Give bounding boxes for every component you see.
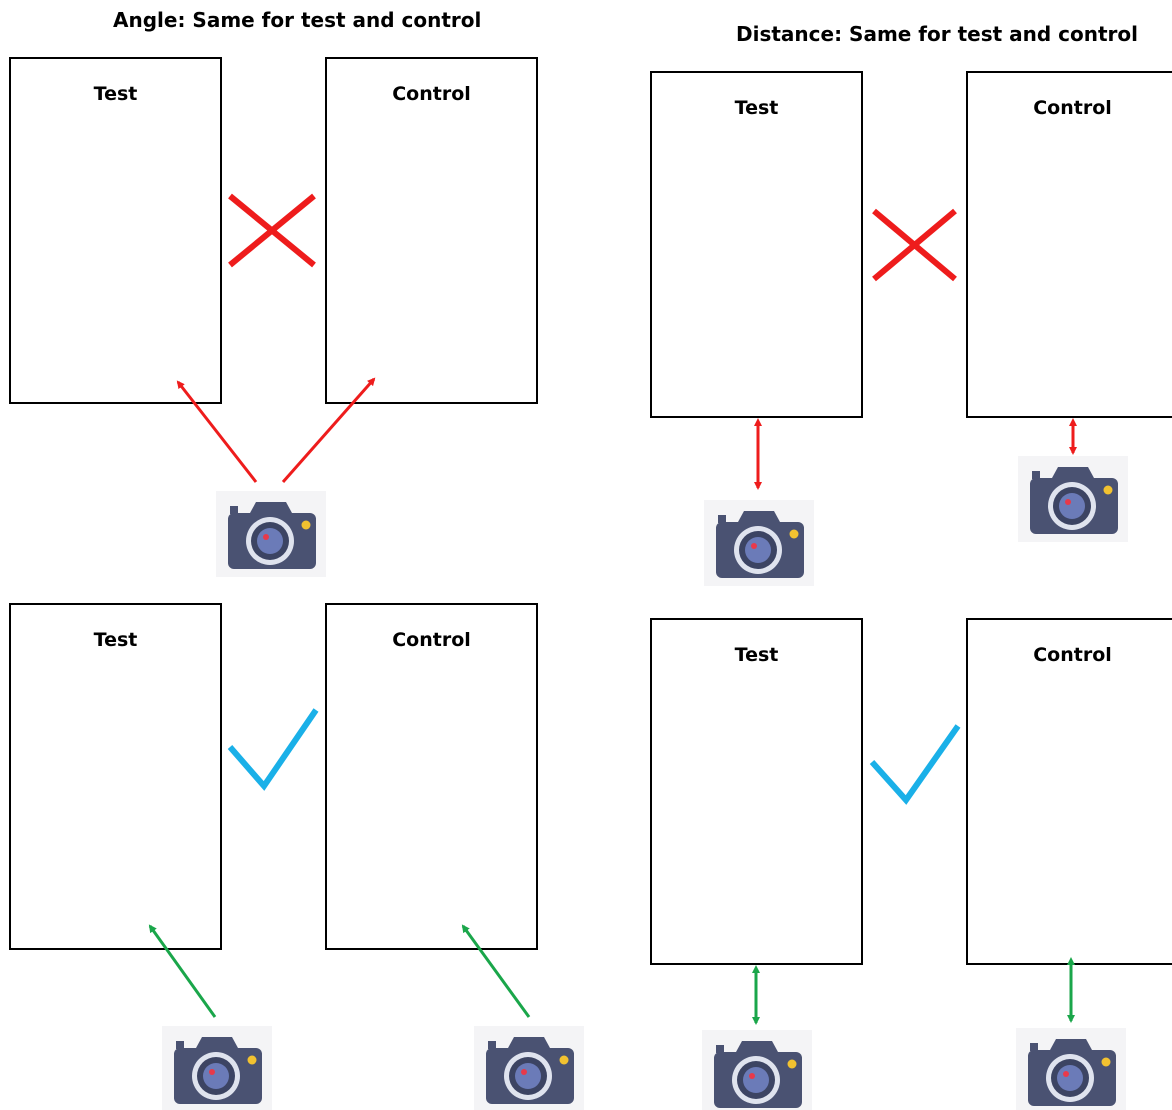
box-label: Control <box>1033 97 1112 119</box>
check-mark-icon <box>869 724 961 805</box>
box-label: Test <box>93 629 138 651</box>
angle-wrong-arrow-right <box>281 377 376 483</box>
box-label: Control <box>1033 644 1112 666</box>
distance-right-control-box: Control <box>966 618 1172 965</box>
angle-right-test-box: Test <box>9 603 222 950</box>
box-label: Test <box>93 83 138 105</box>
box-label: Control <box>392 629 471 651</box>
camera-icon <box>1018 456 1128 542</box>
angle-wrong-arrow-left <box>176 380 258 483</box>
angle-section-title: Angle: Same for test and control <box>113 8 482 32</box>
box-label: Test <box>734 97 779 119</box>
distance-wrong-test-box: Test <box>650 71 863 418</box>
angle-wrong-test-box: Test <box>9 57 222 404</box>
angle-right-arrow-control <box>461 924 531 1018</box>
camera-icon <box>474 1026 584 1110</box>
camera-icon <box>702 1030 812 1110</box>
distance-right-test-box: Test <box>650 618 863 965</box>
check-mark-icon <box>227 708 319 791</box>
camera-icon <box>704 500 814 586</box>
camera-icon <box>1016 1028 1126 1110</box>
camera-icon <box>216 491 326 577</box>
box-label: Control <box>392 83 471 105</box>
box-label: Test <box>734 644 779 666</box>
cross-mark-icon <box>872 208 957 282</box>
angle-right-control-box: Control <box>325 603 538 950</box>
angle-right-arrow-test <box>148 924 217 1018</box>
angle-wrong-control-box: Control <box>325 57 538 404</box>
distance-section-title: Distance: Same for test and control <box>736 22 1138 46</box>
cross-mark-icon <box>228 193 316 268</box>
camera-icon <box>162 1026 272 1110</box>
distance-wrong-control-box: Control <box>966 71 1172 418</box>
